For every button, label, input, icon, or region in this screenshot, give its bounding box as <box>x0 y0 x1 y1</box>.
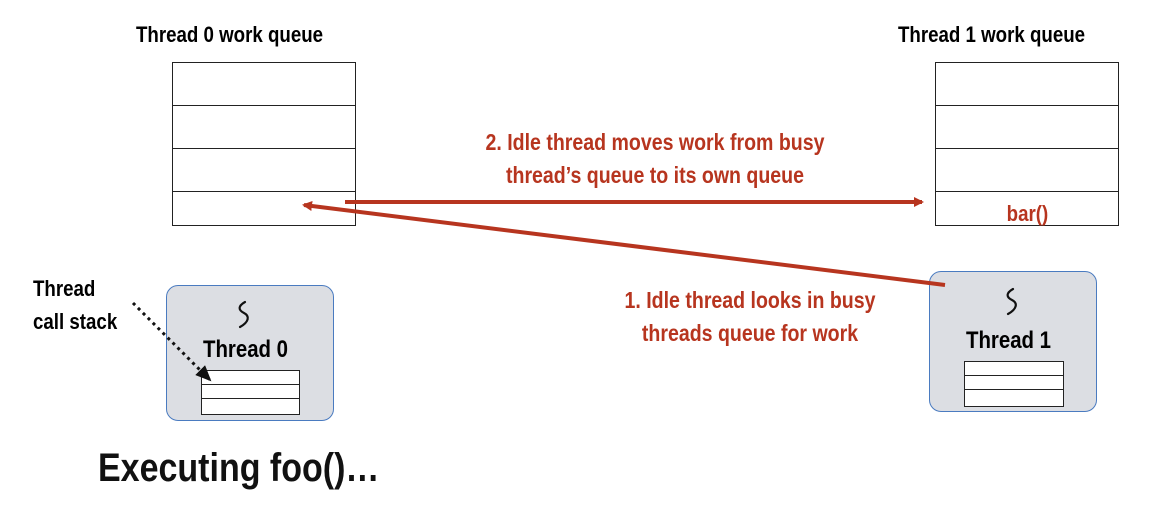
step1-line1: 1. Idle thread looks in busy <box>624 287 876 313</box>
thread0-box: Thread 0 <box>166 285 334 421</box>
thread-squiggle-icon <box>238 300 249 329</box>
thread0-queue-title: Thread 0 work queue <box>136 22 324 47</box>
queue-slot <box>936 149 1118 192</box>
queue-slot <box>936 63 1118 106</box>
queue-slot-bar: bar() <box>936 192 1118 235</box>
call-stack-label-line2: call stack <box>33 309 118 334</box>
queue-slot <box>173 106 355 149</box>
queue-slot <box>173 63 355 106</box>
thread1-call-stack <box>964 361 1064 407</box>
thread1-queue-title: Thread 1 work queue <box>898 22 1086 47</box>
call-stack-label: Thread call stack <box>33 272 132 338</box>
call-stack-label-line1: Thread <box>33 276 96 301</box>
step1-annotation: 1. Idle thread looks in busy threads que… <box>570 284 930 350</box>
thread0-work-queue <box>172 62 356 226</box>
thread1-box: Thread 1 <box>929 271 1097 412</box>
thread-squiggle-icon <box>1006 287 1017 316</box>
queue-slot <box>173 149 355 192</box>
step1-line2: threads queue for work <box>641 320 859 346</box>
thread0-label: Thread 0 <box>203 336 289 363</box>
thread1-label: Thread 1 <box>966 327 1052 354</box>
queue-slot <box>936 106 1118 149</box>
thread0-call-stack <box>201 370 300 415</box>
bar-call-label: bar() <box>1006 200 1048 226</box>
step2-line2: thread’s queue to its own queue <box>505 162 804 188</box>
look-in-queue-arrow <box>302 201 946 287</box>
thread1-work-queue: bar() <box>935 62 1119 226</box>
step2-line1: 2. Idle thread moves work from busy <box>485 129 825 155</box>
queue-slot <box>173 192 355 235</box>
executing-caption: Executing foo()… <box>98 446 380 490</box>
step2-annotation: 2. Idle thread moves work from busy thre… <box>420 126 890 192</box>
